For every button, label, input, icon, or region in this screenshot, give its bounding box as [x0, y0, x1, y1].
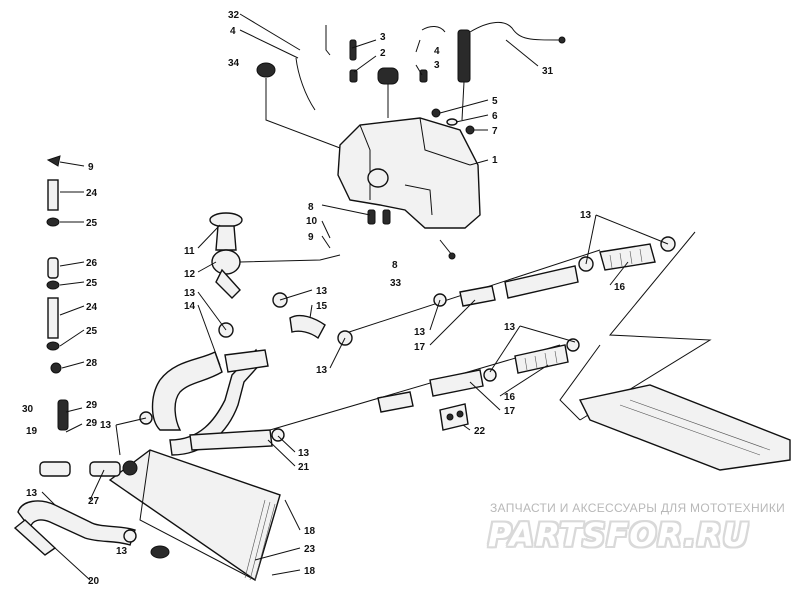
callout-13a: 13 [184, 288, 196, 299]
filler-cap [377, 67, 399, 118]
callout-30: 30 [22, 404, 34, 415]
callout-22: 22 [474, 426, 486, 437]
callout-17: 17 [414, 342, 426, 353]
callout-11: 11 [184, 246, 195, 257]
leader-lines [41, 13, 669, 581]
callout-28: 28 [86, 358, 98, 369]
callout-21: 21 [298, 462, 310, 473]
callout-25b: 25 [86, 278, 98, 289]
callout-24: 24 [86, 188, 98, 199]
callout-3b: 3 [434, 60, 440, 71]
callout-13h: 13 [100, 420, 112, 431]
level-sensor-with-wire [457, 22, 566, 121]
thermostat-housing [209, 212, 341, 299]
callout-1: 1 [492, 155, 498, 166]
callout-4b: 4 [434, 46, 440, 57]
callout-18: 18 [304, 526, 316, 537]
callout-12: 12 [184, 269, 196, 280]
callout-9: 9 [88, 162, 94, 173]
vent-hoses [295, 25, 446, 111]
bleeder-assembly [39, 399, 138, 477]
callout-14: 14 [184, 301, 196, 312]
callout-13g: 13 [298, 448, 310, 459]
watermark-caption: ЗАПЧАСТИ И АКСЕССУАРЫ ДЛЯ МОТОТЕХНИКИ [490, 501, 786, 515]
callout-26: 26 [86, 258, 98, 269]
tank-outlet-fittings [367, 209, 456, 260]
heat-exchanger [108, 449, 281, 582]
coolant-tank [337, 117, 481, 229]
callout-20: 20 [88, 576, 100, 587]
callout-13d: 13 [414, 327, 426, 338]
watermark-logo: PARTSFOR.RU [488, 516, 750, 554]
callout-17b: 17 [504, 406, 516, 417]
callout-4: 4 [230, 26, 236, 37]
callout-27: 27 [88, 496, 100, 507]
callout-5: 5 [492, 96, 498, 107]
upper-coolant-line [289, 243, 656, 340]
callout-8b: 8 [392, 260, 398, 271]
callout-13j: 13 [116, 546, 128, 557]
lower-hoses [151, 348, 273, 456]
callout-29: 29 [86, 400, 98, 411]
rear-heat-exchanger [578, 384, 791, 471]
hose-bracket [439, 403, 469, 431]
tunnel-frame-outline [559, 231, 712, 421]
callout-19: 19 [26, 426, 38, 437]
callout-33: 33 [390, 278, 402, 289]
callout-23: 23 [304, 544, 316, 555]
callout-8: 8 [308, 202, 314, 213]
callout-25c: 25 [86, 326, 98, 337]
callout-16b: 16 [504, 392, 516, 403]
callout-16: 16 [614, 282, 626, 293]
callout-31: 31 [542, 66, 554, 77]
callout-24b: 24 [86, 302, 98, 313]
grommet [256, 62, 341, 149]
callout-18b: 18 [304, 566, 316, 577]
callout-13e: 13 [580, 210, 592, 221]
bypass-hose [13, 500, 170, 559]
callout-labels: 32 4 34 3 2 4 3 5 6 7 1 31 9 24 25 26 25… [22, 10, 626, 587]
callout-13c: 13 [316, 365, 328, 376]
callout-9b: 9 [308, 232, 314, 243]
callout-13b: 13 [316, 286, 328, 297]
callout-29b: 29 [86, 418, 98, 429]
callout-15: 15 [316, 301, 328, 312]
callout-3: 3 [380, 32, 386, 43]
callout-10: 10 [306, 216, 318, 227]
callout-25: 25 [86, 218, 98, 229]
callout-13f: 13 [504, 322, 516, 333]
callout-7: 7 [492, 126, 498, 137]
vertical-hose-stack [46, 155, 62, 374]
callout-13i: 13 [26, 488, 38, 499]
callout-2: 2 [380, 48, 386, 59]
callout-32: 32 [228, 10, 240, 21]
callout-34: 34 [228, 58, 240, 69]
middle-coolant-line [269, 344, 569, 431]
callout-6: 6 [492, 111, 498, 122]
